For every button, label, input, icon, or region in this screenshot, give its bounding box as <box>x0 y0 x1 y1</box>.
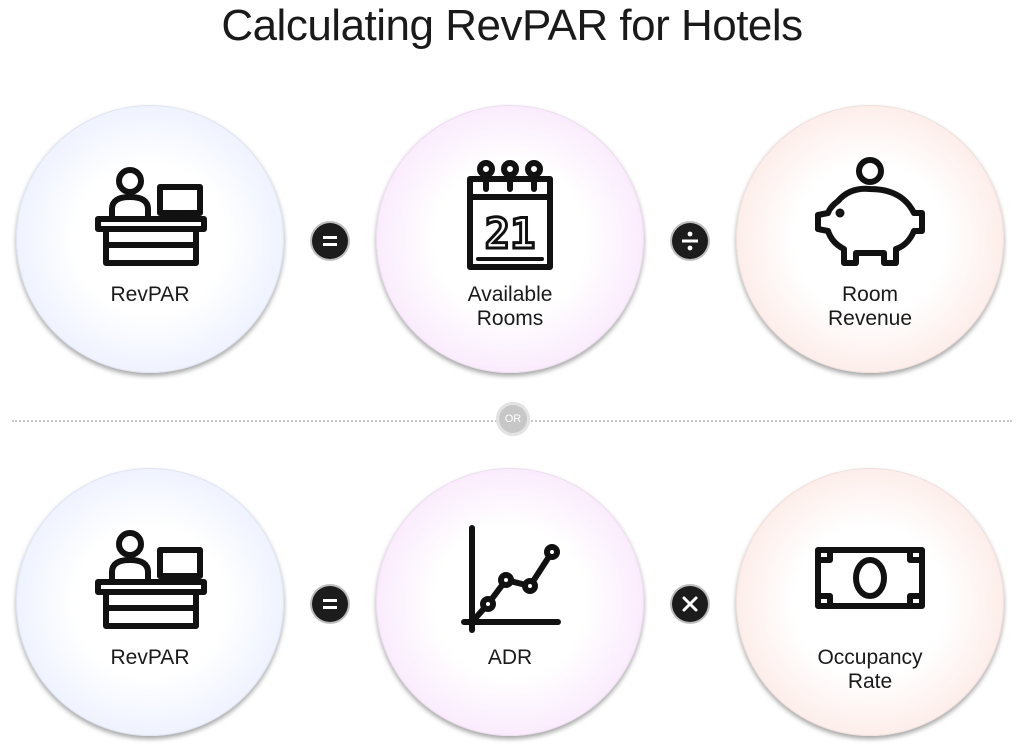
room-revenue-label: Room Revenue <box>736 283 1004 331</box>
line-graph-icon <box>461 525 561 633</box>
label-line: RevPAR <box>110 283 190 306</box>
label-line: Occupancy <box>817 646 923 669</box>
equals-operator <box>312 586 348 622</box>
occupancy-rate-label: Occupancy Rate <box>736 646 1004 694</box>
formula-row-2: RevPAR ADR <box>0 468 1024 738</box>
equals-icon <box>323 236 337 246</box>
formula-row-1: RevPAR 21 Available Rooms <box>0 105 1024 375</box>
calendar-icon: 21 <box>467 160 553 270</box>
revpar-label: RevPAR <box>16 646 284 670</box>
label-line: Rate <box>847 670 893 693</box>
equals-operator <box>312 223 348 259</box>
occupancy-rate-circle: Occupancy Rate <box>736 468 1004 736</box>
label-line: RevPAR <box>110 646 190 669</box>
available-rooms-label: Available Rooms <box>376 283 644 331</box>
front-desk-icon <box>95 167 207 266</box>
label-line: Rooms <box>476 307 544 330</box>
front-desk-icon <box>95 530 207 629</box>
available-rooms-circle: 21 Available Rooms <box>376 105 644 373</box>
adr-label: ADR <box>376 646 644 670</box>
adr-circle: ADR <box>376 468 644 736</box>
page-title: Calculating RevPAR for Hotels <box>221 1 803 50</box>
room-revenue-circle: Room Revenue <box>736 105 1004 373</box>
label-line: ADR <box>487 646 533 669</box>
piggy-bank-icon <box>815 157 925 266</box>
multiply-operator <box>672 586 708 622</box>
calendar-day: 21 <box>485 209 536 258</box>
revpar-circle: RevPAR <box>16 105 284 373</box>
revpar-circle: RevPAR <box>16 468 284 736</box>
or-badge: OR <box>496 402 530 436</box>
divide-icon <box>682 231 698 251</box>
divide-operator <box>672 223 708 259</box>
label-line: Revenue <box>827 307 913 330</box>
multiply-icon <box>682 596 698 612</box>
label-line: Available <box>467 283 553 306</box>
label-line: Room <box>841 283 899 306</box>
banknote-icon <box>815 547 925 609</box>
equals-icon <box>323 599 337 609</box>
revpar-label: RevPAR <box>16 283 284 307</box>
